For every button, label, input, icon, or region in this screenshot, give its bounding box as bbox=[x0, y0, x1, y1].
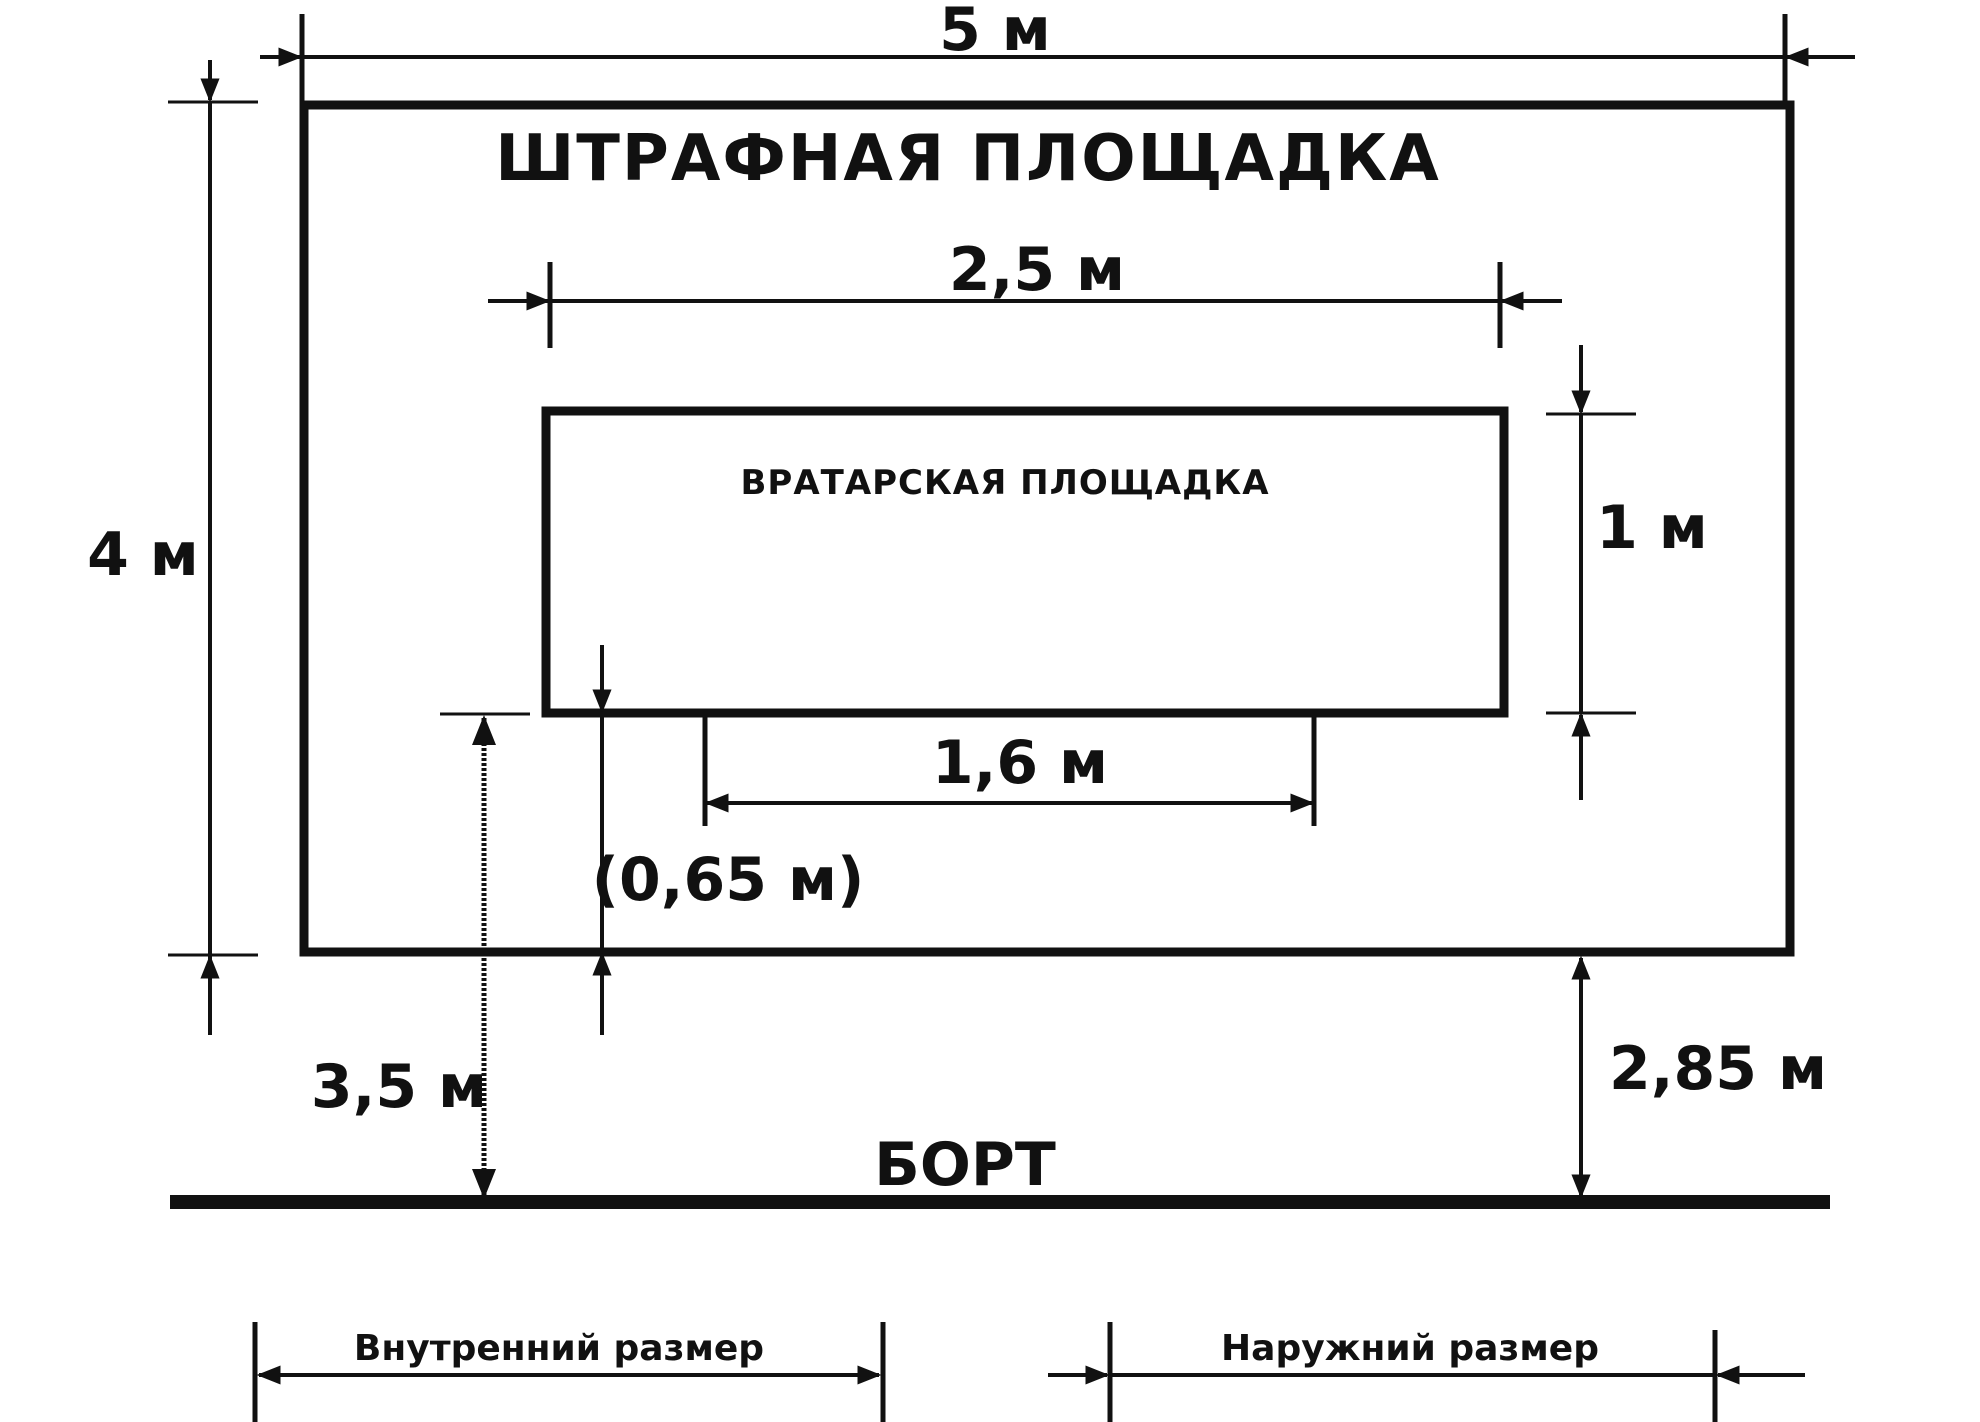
goal-area-title: ВРАТАРСКАЯ ПЛОЩАДКА bbox=[740, 463, 1269, 503]
outer-to-board-label: 2,85 м bbox=[1609, 1034, 1827, 1104]
goal-area-rect bbox=[541, 406, 1509, 718]
penalty-width-label: 5 м bbox=[939, 0, 1051, 65]
goal-offset-label: (0,65 м) bbox=[592, 845, 865, 915]
goal-offset-dimension: (0,65 м) bbox=[592, 645, 865, 1035]
inner-to-board-dimension: 3,5 м bbox=[311, 712, 530, 1199]
penalty-width-dimension: 5 м bbox=[260, 0, 1855, 108]
penalty-area-rect bbox=[299, 100, 1795, 957]
legend-inner-label: Внутренний размер bbox=[354, 1328, 764, 1369]
goal-mouth-dimension: 1,6 м bbox=[702, 713, 1317, 826]
board-label: БОРТ bbox=[874, 1130, 1056, 1200]
legend-inner-dimension: Внутренний размер bbox=[252, 1322, 886, 1422]
inner-to-board-label: 3,5 м bbox=[311, 1052, 487, 1122]
penalty-height-label: 4 м bbox=[87, 520, 199, 590]
outer-to-board-dimension: 2,85 м bbox=[1571, 955, 1827, 1199]
penalty-height-dimension: 4 м bbox=[87, 60, 258, 1035]
goal-height-dimension: 1 м bbox=[1546, 345, 1708, 800]
goal-height-label: 1 м bbox=[1596, 493, 1708, 563]
goal-mouth-label: 1,6 м bbox=[932, 728, 1108, 798]
goal-width-label: 2,5 м bbox=[949, 235, 1125, 305]
legend-outer-label: Наружний размер bbox=[1221, 1328, 1599, 1369]
goal-width-dimension: 2,5 м bbox=[488, 235, 1562, 348]
legend-outer-dimension: Наружний размер bbox=[1048, 1322, 1805, 1422]
penalty-area-title: ШТРАФНАЯ ПЛОЩАДКА bbox=[495, 122, 1441, 196]
